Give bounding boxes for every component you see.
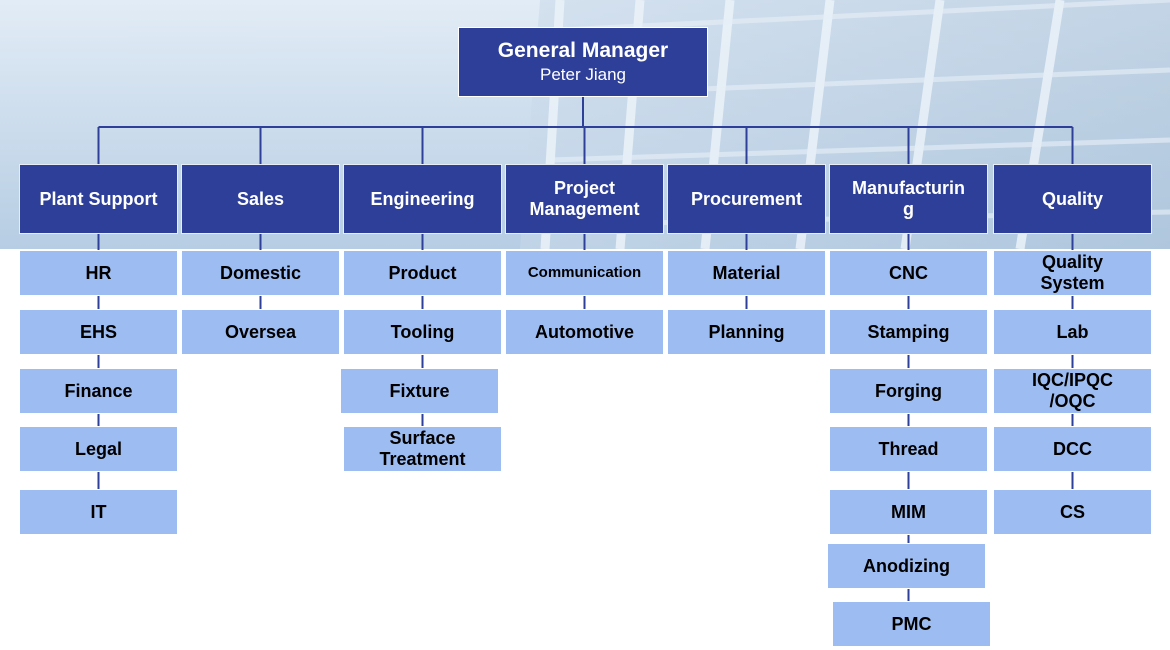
child-material[interactable]: Material <box>667 250 826 296</box>
child-stamping[interactable]: Stamping <box>829 309 988 355</box>
general-manager-name: Peter Jiang <box>540 65 626 85</box>
child-it[interactable]: IT <box>19 489 178 535</box>
dept-plant-support[interactable]: Plant Support <box>19 164 178 234</box>
child-domestic[interactable]: Domestic <box>181 250 340 296</box>
dept-manufacturin-g[interactable]: Manufacturin g <box>829 164 988 234</box>
dept-project-management[interactable]: Project Management <box>505 164 664 234</box>
dept-sales[interactable]: Sales <box>181 164 340 234</box>
child-product[interactable]: Product <box>343 250 502 296</box>
child-hr[interactable]: HR <box>19 250 178 296</box>
child-dcc[interactable]: DCC <box>993 426 1152 472</box>
child-pmc[interactable]: PMC <box>832 601 991 647</box>
child-surface-treatment[interactable]: Surface Treatment <box>343 426 502 472</box>
child-tooling[interactable]: Tooling <box>343 309 502 355</box>
child-cs[interactable]: CS <box>993 489 1152 535</box>
child-legal[interactable]: Legal <box>19 426 178 472</box>
child-oversea[interactable]: Oversea <box>181 309 340 355</box>
child-lab[interactable]: Lab <box>993 309 1152 355</box>
general-manager-box[interactable]: General Manager Peter Jiang <box>458 27 708 97</box>
child-planning[interactable]: Planning <box>667 309 826 355</box>
dept-quality[interactable]: Quality <box>993 164 1152 234</box>
child-quality-system[interactable]: Quality System <box>993 250 1152 296</box>
child-finance[interactable]: Finance <box>19 368 178 414</box>
child-anodizing[interactable]: Anodizing <box>827 543 986 589</box>
child-forging[interactable]: Forging <box>829 368 988 414</box>
child-communication[interactable]: Communication <box>505 250 664 296</box>
dept-engineering[interactable]: Engineering <box>343 164 502 234</box>
child-cnc[interactable]: CNC <box>829 250 988 296</box>
dept-procurement[interactable]: Procurement <box>667 164 826 234</box>
child-fixture[interactable]: Fixture <box>340 368 499 414</box>
child-automotive[interactable]: Automotive <box>505 309 664 355</box>
child-mim[interactable]: MIM <box>829 489 988 535</box>
child-thread[interactable]: Thread <box>829 426 988 472</box>
child-ehs[interactable]: EHS <box>19 309 178 355</box>
general-manager-title: General Manager <box>497 39 669 63</box>
child-iqc-ipqc-oqc[interactable]: IQC/IPQC /OQC <box>993 368 1152 414</box>
